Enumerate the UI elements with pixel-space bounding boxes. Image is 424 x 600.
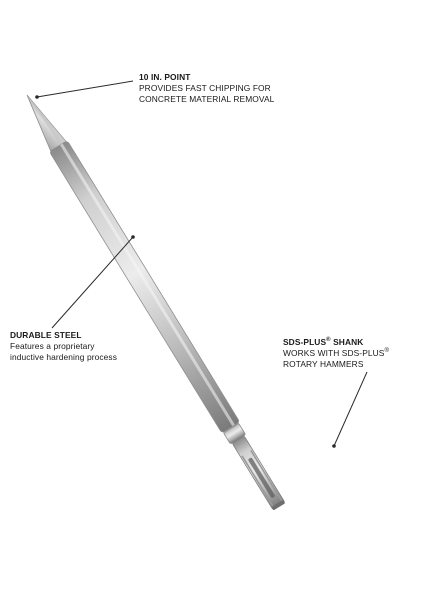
callout-point-title: 10 IN. POINT [139, 72, 191, 82]
callout-steel: DURABLE STEEL Features a proprietary ind… [10, 330, 117, 363]
registered-mark: ® [326, 337, 331, 344]
callout-point-line2: CONCRETE MATERIAL REMOVAL [139, 94, 275, 104]
registered-mark-2: ® [384, 348, 390, 355]
chisel-body [26, 94, 285, 510]
callout-point-line1: PROVIDES FAST CHIPPING FOR [139, 83, 271, 93]
callout-shank-title: SDS-PLUS® SHANK [283, 337, 389, 348]
leader-steel [51, 236, 134, 329]
callout-steel-line1: Features a proprietary [10, 341, 95, 351]
callout-steel-title: DURABLE STEEL [10, 330, 82, 340]
leader-point [36, 80, 134, 98]
callout-shank-line2: ROTARY HAMMERS [283, 359, 364, 369]
callout-shank-title-a: SDS-PLUS [283, 337, 327, 347]
chisel-tip-facet [27, 95, 67, 146]
callout-shank-line1-a: WORKS WITH SDS-PLUS [283, 348, 385, 358]
callout-shank-line1: WORKS WITH SDS-PLUS® [283, 348, 389, 359]
callout-steel-line2: inductive hardening process [10, 352, 117, 362]
leader-lines [35, 80, 368, 448]
callout-shank-title-b: SHANK [330, 337, 364, 347]
leader-shank [333, 371, 368, 447]
callout-shank: SDS-PLUS® SHANK WORKS WITH SDS-PLUS® ROT… [283, 337, 389, 370]
callout-point: 10 IN. POINT PROVIDES FAST CHIPPING FOR … [139, 72, 274, 105]
